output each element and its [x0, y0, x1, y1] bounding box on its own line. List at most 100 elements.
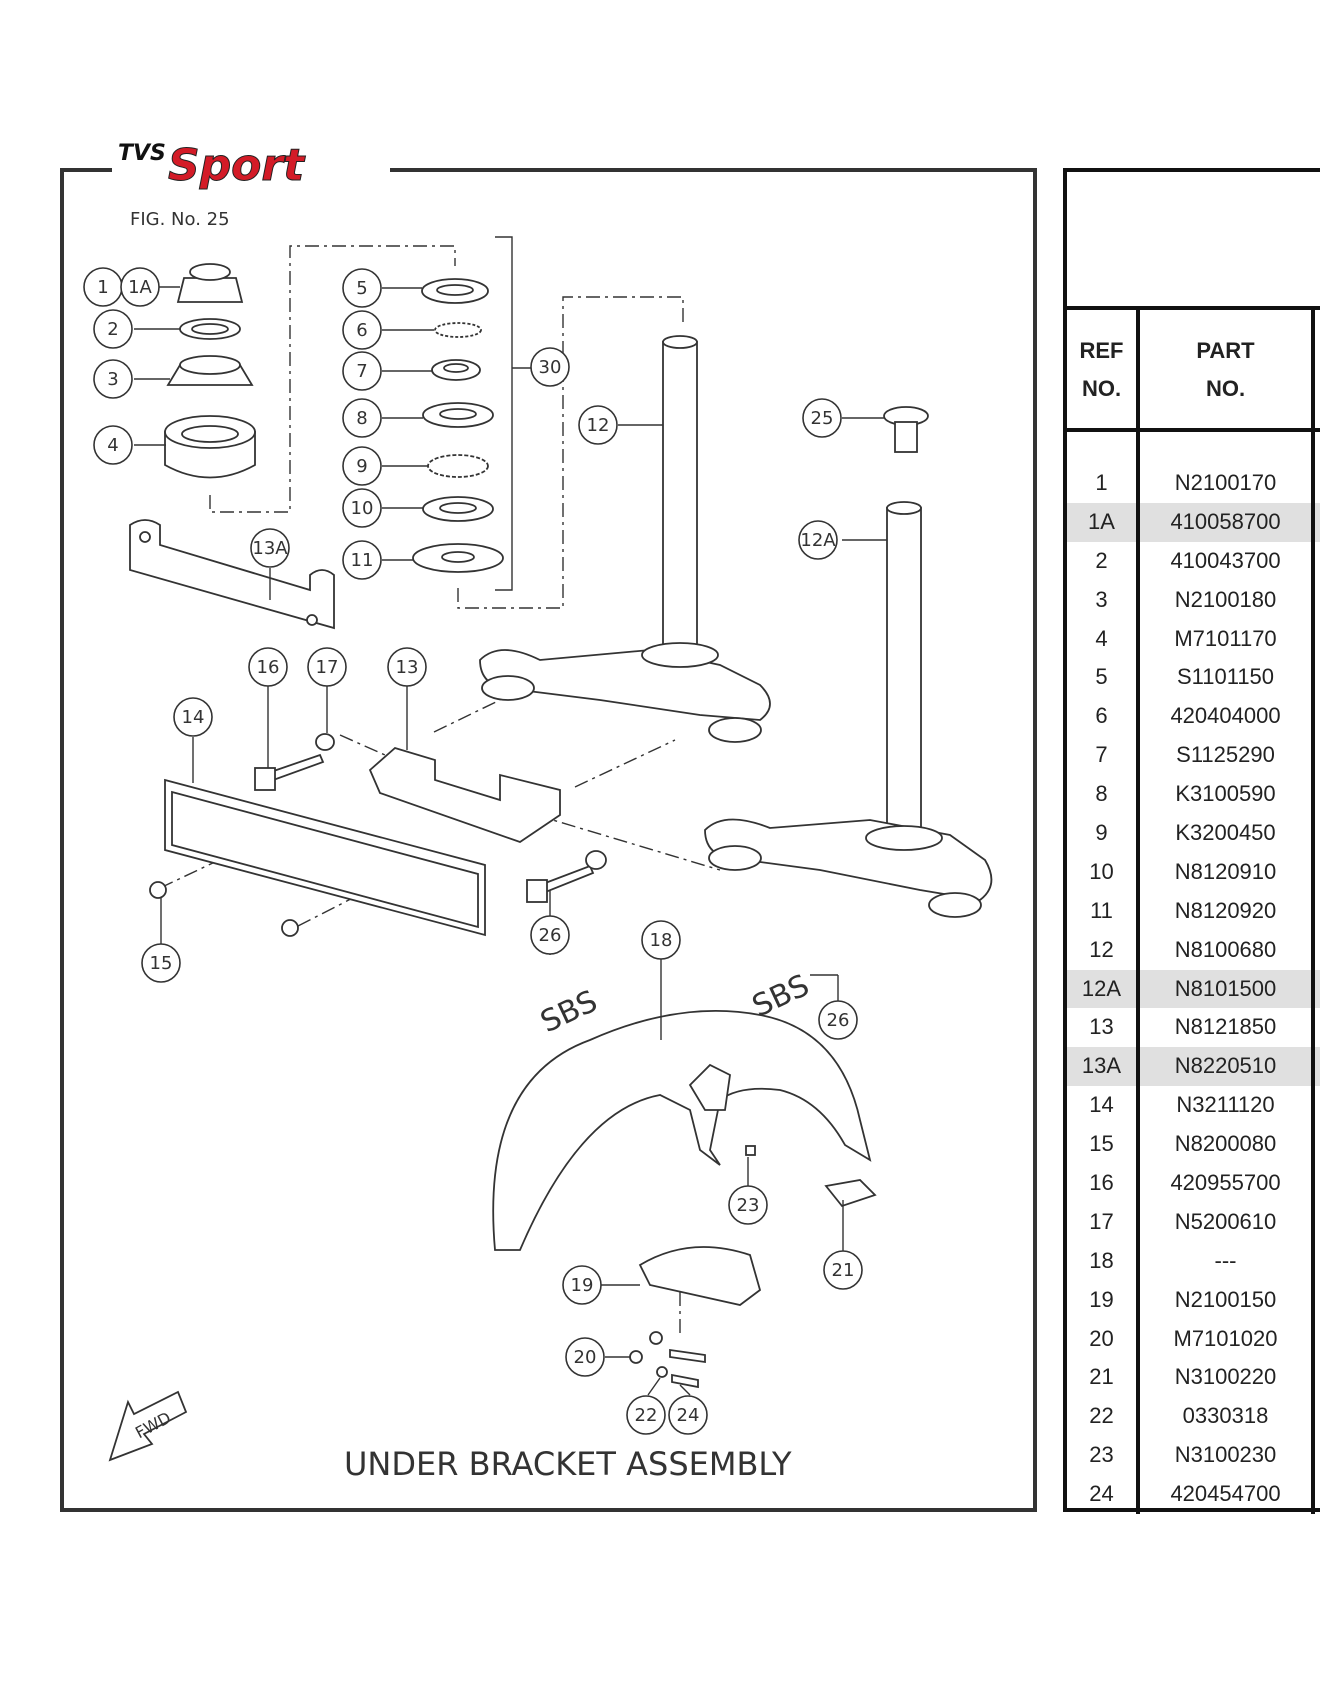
ref-cell: 24 [1067, 1475, 1140, 1515]
callout-30: 30 [530, 347, 570, 387]
callout-label: 2 [107, 319, 118, 340]
group-bracket [495, 236, 513, 591]
callout-1A: 1A [120, 267, 160, 307]
bolt-24-part [671, 1373, 699, 1389]
brand-logo: TVS Sport [118, 140, 307, 192]
callout-label: 16 [257, 657, 280, 678]
part-cell: N8200080 [1140, 1125, 1315, 1165]
ref-cell: 3 [1067, 580, 1140, 620]
bolt-25-part [883, 406, 929, 453]
part-cell: 0330318 [1140, 1397, 1315, 1437]
part-cell: N8121850 [1140, 1008, 1315, 1048]
callout-label: 8 [356, 408, 367, 429]
table-top-blank [1067, 172, 1320, 310]
ref-cell: 13 [1067, 1008, 1140, 1048]
part-cell: N2100150 [1140, 1280, 1315, 1320]
header-part: PART NO. [1140, 310, 1315, 428]
part-cell: S1101150 [1140, 658, 1315, 698]
steering-stem-12a-part [704, 501, 993, 918]
table-row: 18--- [1067, 1241, 1320, 1281]
diagram-frame [60, 168, 1037, 1512]
bracket-13-part [368, 746, 561, 843]
screw-15-part [149, 881, 167, 899]
callout-label: 13A [252, 538, 288, 559]
callout-21: 21 [823, 1250, 863, 1290]
part-cell: N3100220 [1140, 1358, 1315, 1398]
ref-cell: 1 [1067, 464, 1140, 503]
callout-label: 3 [107, 369, 118, 390]
part-cell: K3200450 [1140, 814, 1315, 853]
callout-22: 22 [626, 1395, 666, 1435]
ref-cell: 6 [1067, 697, 1140, 737]
callout-label: 30 [539, 357, 562, 378]
leader-lines [134, 286, 887, 1396]
part-cell: N2100180 [1140, 580, 1315, 620]
clip-23-part [745, 1145, 756, 1156]
front-fender-part [492, 1010, 872, 1251]
part-cell: N8120910 [1140, 852, 1315, 892]
callout-4: 4 [93, 425, 133, 465]
callout-24: 24 [668, 1395, 708, 1435]
callout-label: 12A [800, 530, 836, 551]
figure-title: UNDER BRACKET ASSEMBLY [344, 1445, 792, 1483]
header-ref: REF NO. [1067, 310, 1140, 428]
callout-13A: 13A [250, 528, 290, 568]
callout-1: 1 [83, 267, 123, 307]
callout-label: 7 [356, 361, 367, 382]
ref-cell: 5 [1067, 658, 1140, 698]
callout-label: 25 [811, 408, 834, 429]
ref-cell: 19 [1067, 1280, 1140, 1320]
part-cell: K3100590 [1140, 775, 1315, 815]
ref-cell: 7 [1067, 736, 1140, 776]
part-cell: N3100230 [1140, 1436, 1315, 1476]
ref-cell: 11 [1067, 891, 1140, 931]
part-cell: 420404000 [1140, 697, 1315, 737]
callout-26: 26 [818, 1000, 858, 1040]
part-cell: M7101170 [1140, 619, 1315, 659]
figure-label: FIG. No. 25 [130, 209, 230, 230]
part-cell: N2100170 [1140, 464, 1315, 503]
callout-label: 6 [356, 320, 367, 341]
bolt-26-part [538, 864, 595, 895]
callout-23: 23 [728, 1185, 768, 1225]
callout-8: 8 [342, 398, 382, 438]
clip-21-part [824, 1179, 877, 1208]
callout-17: 17 [307, 647, 347, 687]
callout-26: 26 [530, 915, 570, 955]
callout-25: 25 [802, 398, 842, 438]
brand-name: Sport [168, 140, 306, 191]
callout-label: 19 [571, 1275, 594, 1296]
callout-10: 10 [342, 488, 382, 528]
callout-18: 18 [641, 920, 681, 960]
washer-22-part [656, 1366, 668, 1378]
part-cell: N8100680 [1140, 930, 1315, 970]
callout-11: 11 [342, 540, 382, 580]
callout-20: 20 [565, 1337, 605, 1377]
ref-cell: 13A [1067, 1047, 1140, 1087]
ref-cell: 2 [1067, 541, 1140, 581]
steering-stem-part [479, 335, 771, 743]
ref-cell: 1A [1067, 502, 1140, 542]
callout-12A: 12A [798, 520, 838, 560]
callout-label: 1 [97, 277, 108, 298]
ref-cell: 17 [1067, 1202, 1140, 1242]
callout-label: 18 [650, 930, 673, 951]
ref-cell: 12A [1067, 969, 1140, 1009]
ref-cell: 10 [1067, 852, 1140, 892]
part-cell: 410058700 [1140, 502, 1315, 542]
callout-19: 19 [562, 1265, 602, 1305]
